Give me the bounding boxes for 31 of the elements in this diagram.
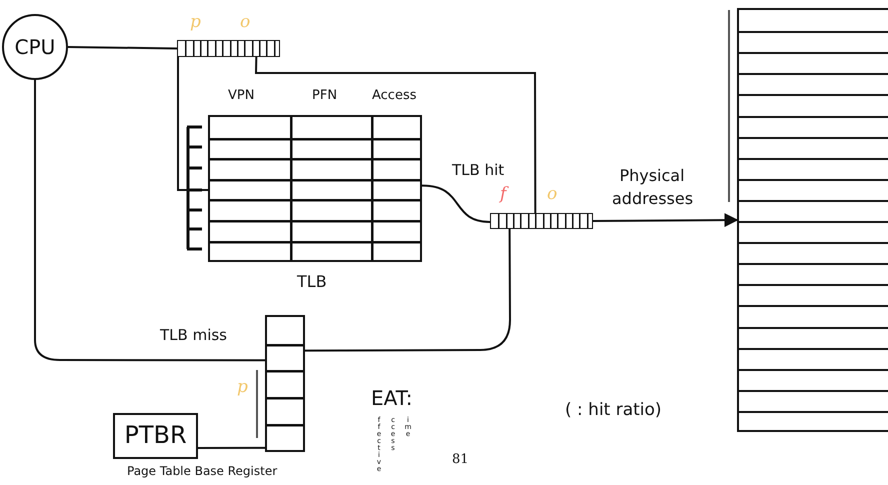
edge-label: Physical addresses: [612, 165, 692, 210]
register-box: PTBR: [113, 413, 198, 459]
memory-frames: [737, 8, 888, 432]
node-label: TLB: [297, 272, 327, 291]
formula-label: EAT:: [371, 386, 413, 410]
connector-line: [34, 80, 265, 362]
address-register: [177, 40, 280, 57]
connector-line: [254, 56, 536, 213]
field-label: o: [547, 184, 558, 204]
node-label: Page Table Base Register: [127, 464, 278, 478]
field-label: f: [500, 184, 506, 204]
connector-line: [177, 57, 208, 191]
connector-line: [198, 446, 265, 449]
connector-line: [305, 229, 511, 352]
column-header: Access: [372, 88, 417, 103]
page-number: 81: [452, 452, 469, 467]
field-label: o: [240, 12, 250, 32]
connector-line: [422, 184, 490, 223]
connector-line: [68, 46, 178, 50]
field-label: p: [237, 377, 248, 397]
note-text: ( : hit ratio): [565, 400, 662, 420]
edge-label: TLB miss: [160, 325, 227, 346]
field-label: p: [190, 12, 201, 32]
arrow: [593, 213, 738, 228]
column-header: VPN: [228, 88, 254, 103]
page-table: [265, 315, 305, 452]
address-register: [490, 213, 593, 229]
cpu-circle: CPU: [2, 14, 68, 80]
tlb-table: [208, 115, 422, 262]
edge-label: TLB hit: [452, 160, 504, 181]
column-header: PFN: [312, 88, 338, 103]
